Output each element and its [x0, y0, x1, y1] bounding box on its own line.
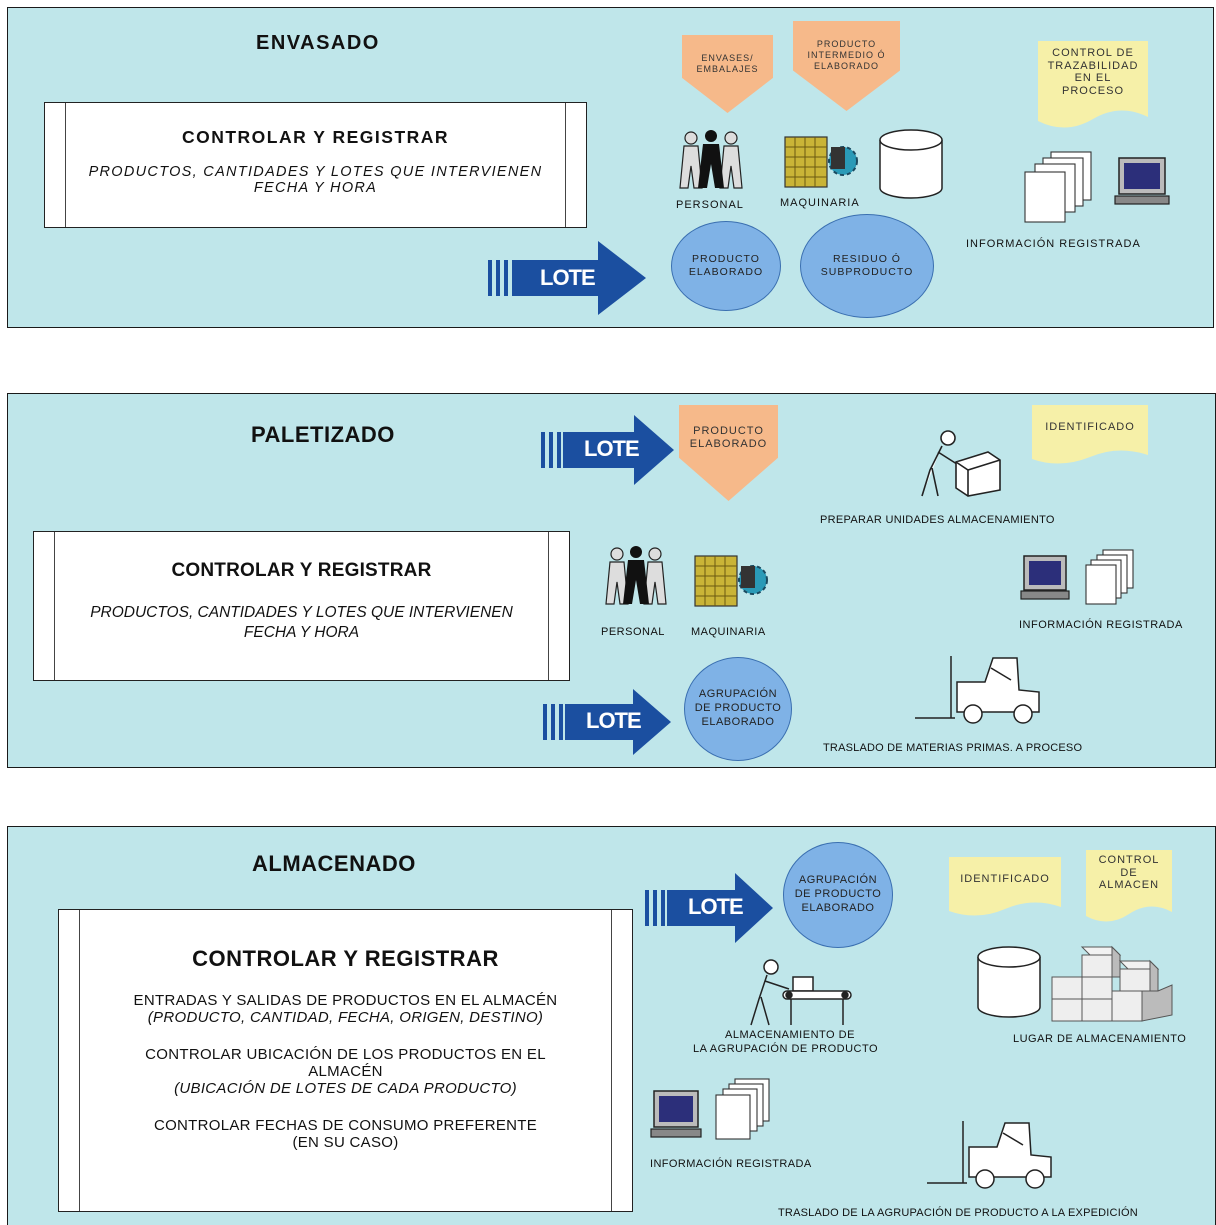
almacenado-identificado-doc: IDENTIFICADO: [949, 857, 1061, 919]
paletizado-title: PALETIZADO: [251, 422, 395, 447]
paletizado-preparar-label: PREPARAR UNIDADES ALMACENAMIENTO: [820, 514, 1055, 526]
paletizado-box-title: CONTROLAR Y REGISTRAR: [171, 560, 432, 581]
almacenado-agrupacion-circle: AGRUPACIÓN DE PRODUCTO ELABORADO: [783, 842, 893, 948]
almacenado-lote-arrow: LOTE: [645, 871, 775, 945]
paletizado-maquinaria-label: MAQUINARIA: [691, 626, 766, 638]
almacenado-p2b: ALMACÉN: [308, 1063, 383, 1080]
envasado-producto-elaborado-circle: PRODUCTO ELABORADO: [671, 221, 781, 311]
envasado-info-label: INFORMACIÓN REGISTRADA: [966, 238, 1141, 250]
forklift-icon: [915, 656, 1040, 724]
almacenado-p2a: CONTROLAR UBICACIÓN DE LOS PRODUCTOS EN …: [145, 1046, 546, 1063]
paletizado-personal-label: PERSONAL: [601, 626, 665, 638]
envasado-circle1-label: PRODUCTO ELABORADO: [688, 252, 764, 278]
envasado-title: ENVASADO: [256, 32, 380, 54]
envasado-box-line2: FECHA Y HORA: [253, 180, 378, 196]
envasado-box-title: CONTROLAR Y REGISTRAR: [181, 127, 450, 147]
paletizado-traslado-label: TRASLADO DE MATERIAS PRIMAS. A PROCESO: [823, 742, 1083, 754]
computer-icon: [1114, 157, 1170, 205]
almacenado-p3b: (EN SU CASO): [292, 1134, 399, 1151]
forklift-icon: [927, 1121, 1052, 1189]
envasado-lote-label: LOTE: [540, 265, 596, 290]
lote-arrow-shape: [541, 415, 674, 485]
envasado-box-line1: PRODUCTOS, CANTIDADES Y LOTES QUE INTERV…: [88, 164, 543, 180]
documents-icon: [1085, 549, 1134, 605]
almacenado-control-box: CONTROLAR Y REGISTRAR ENTRADAS Y SALIDAS…: [58, 909, 633, 1212]
documents-icon: [715, 1078, 770, 1140]
paletizado-producto-pentagon: PRODUCTO ELABORADO: [679, 405, 778, 501]
almacenado-p2c: (UBICACIÓN DE LOTES DE CADA PRODUCTO): [174, 1080, 517, 1097]
paletizado-agrupacion-circle: AGRUPACIÓN DE PRODUCTO ELABORADO: [684, 657, 792, 761]
almacenado-lugar-label: LUGAR DE ALMACENAMIENTO: [1013, 1033, 1187, 1045]
paletizado-doc-label: IDENTIFICADO: [1045, 421, 1135, 433]
envasado-circle2-label: RESIDUO Ó SUBPRODUCTO: [820, 252, 914, 278]
computer-icon: [650, 1090, 702, 1138]
paletizado-panel: PALETIZADO LOTE PRODUCTO ELABORADO IDENT…: [7, 393, 1216, 768]
envasado-trazabilidad-doc: CONTROL DE TRAZABILIDAD EN EL PROCESO: [1038, 41, 1148, 131]
almacenado-doc2-label: CONTROL DE ALMACEN: [1098, 854, 1160, 892]
envasado-panel: ENVASADO CONTROLAR Y REGISTRAR PRODUCTOS…: [7, 7, 1214, 328]
almacenado-info-label: INFORMACIÓN REGISTRADA: [650, 1158, 812, 1170]
paletizado-lote1-label: LOTE: [584, 436, 640, 461]
paletizado-box-line2: FECHA Y HORA: [243, 624, 360, 641]
documents-icon: [1024, 151, 1092, 223]
paletizado-lote-arrow-top: LOTE: [541, 413, 676, 487]
almacenado-almac-label2: LA AGRUPACIÓN DE PRODUCTO: [693, 1043, 879, 1055]
almacenado-box-title: CONTROLAR Y REGISTRAR: [192, 946, 499, 971]
envasado-trazabilidad-label: CONTROL DE TRAZABILIDAD EN EL PROCESO: [1047, 47, 1139, 97]
lote-arrow-shape: [645, 873, 773, 943]
lote-arrow-shape: [543, 689, 671, 755]
envasado-envases-pentagon: ENVASES/ EMBALAJES: [682, 35, 773, 113]
almacenado-p3a: CONTROLAR FECHAS DE CONSUMO PREFERENTE: [153, 1117, 538, 1134]
paletizado-pent-label: PRODUCTO ELABORADO: [689, 425, 768, 451]
almacenado-title: ALMACENADO: [252, 851, 416, 876]
almacenado-doc1-label: IDENTIFICADO: [960, 873, 1050, 885]
maquinaria-icon: [784, 136, 858, 188]
envasado-lote-arrow: LOTE: [488, 239, 648, 317]
paletizado-box-line1: PRODUCTOS, CANTIDADES Y LOTES QUE INTERV…: [90, 604, 513, 621]
almacenado-panel: ALMACENADO CONTROLAR Y REGISTRAR ENTRADA…: [7, 826, 1216, 1225]
database-icon: [977, 946, 1041, 1018]
almacenado-p1b: (PRODUCTO, CANTIDAD, FECHA, ORIGEN, DEST…: [147, 1009, 544, 1026]
envasado-control-box: CONTROLAR Y REGISTRAR PRODUCTOS, CANTIDA…: [44, 102, 587, 228]
stacked-boxes-icon: [1051, 945, 1173, 1022]
personal-icon: [605, 546, 667, 605]
envasado-personal-label: PERSONAL: [676, 199, 744, 211]
paletizado-circle-label: AGRUPACIÓN DE PRODUCTO ELABORADO: [694, 688, 782, 728]
almacenado-traslado-label: TRASLADO DE LA AGRUPACIÓN DE PRODUCTO A …: [778, 1207, 1138, 1219]
maquinaria-icon: [694, 555, 768, 607]
paletizado-identificado-doc: IDENTIFICADO: [1032, 405, 1148, 467]
envasado-producto-label: PRODUCTO INTERMEDIO Ó ELABORADO: [807, 39, 886, 71]
paletizado-control-box: CONTROLAR Y REGISTRAR PRODUCTOS, CANTIDA…: [33, 531, 570, 681]
almacenado-circle-label: AGRUPACIÓN DE PRODUCTO ELABORADO: [794, 874, 882, 914]
worker-conveyor-icon: [750, 959, 852, 1026]
lote-arrow-shape: [488, 241, 646, 315]
envasado-producto-pentagon: PRODUCTO INTERMEDIO Ó ELABORADO: [793, 21, 900, 111]
paletizado-lote2-label: LOTE: [586, 708, 642, 733]
worker-box-icon: [921, 430, 1001, 497]
computer-icon: [1020, 555, 1070, 600]
database-icon: [879, 129, 943, 199]
paletizado-lote-arrow-bottom: LOTE: [543, 687, 673, 757]
personal-icon: [679, 130, 743, 189]
envasado-maquinaria-label: MAQUINARIA: [780, 197, 860, 209]
envasado-residuo-circle: RESIDUO Ó SUBPRODUCTO: [800, 214, 934, 318]
envasado-envases-label: ENVASES/ EMBALAJES: [696, 53, 759, 74]
almacenado-almac-label1: ALMACENAMIENTO DE: [725, 1029, 855, 1041]
almacenado-control-almacen-doc: CONTROL DE ALMACEN: [1086, 850, 1172, 926]
paletizado-info-label: INFORMACIÓN REGISTRADA: [1019, 619, 1183, 631]
almacenado-p1a: ENTRADAS Y SALIDAS DE PRODUCTOS EN EL AL…: [133, 992, 558, 1009]
almacenado-lote-label: LOTE: [688, 894, 744, 919]
